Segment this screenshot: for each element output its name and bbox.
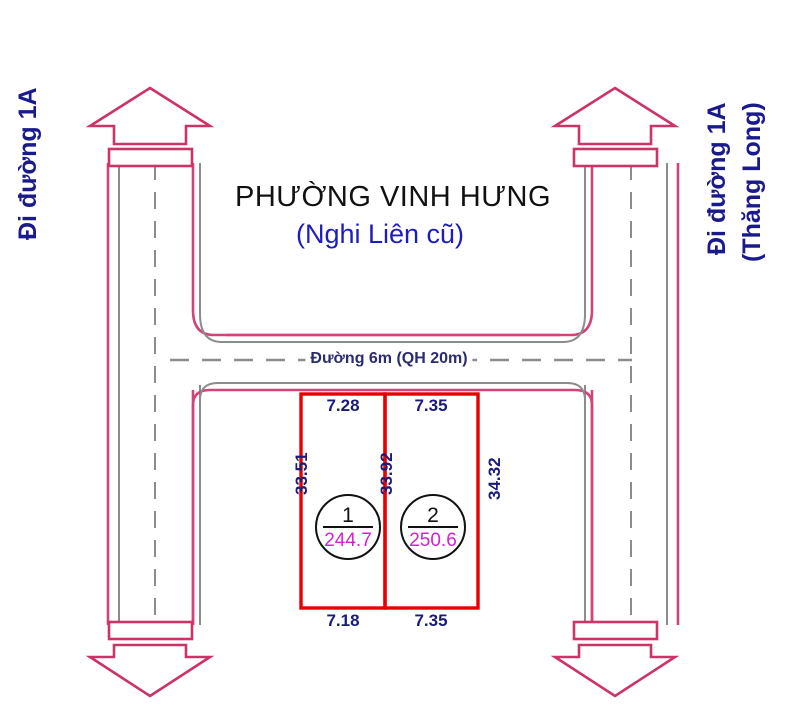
dim-top-plot-1: 7.28 [326, 396, 360, 415]
plot-1-area: 244.7 [324, 530, 372, 551]
dim-bottom-plot-2: 7.35 [414, 611, 448, 630]
right-road-label-line2: (Thăng Long) [738, 102, 766, 262]
plot-2-boundary [383, 392, 480, 610]
plot-boundary-group [299, 392, 480, 610]
ward-title-former: (Nghi Liên cũ) [295, 219, 465, 249]
dim-left-edge: 33.51 [292, 452, 311, 495]
left-road-label: Đi đường 1A [14, 87, 42, 240]
plot-1-number: 1 [342, 504, 354, 527]
center-road-label: Đường 6m (QH 20m) [305, 351, 473, 367]
plot-2-number: 2 [427, 504, 439, 527]
dim-middle-edge: 33.92 [377, 452, 396, 495]
arrow-up-left-icon [85, 86, 215, 168]
ward-title: PHƯỜNG VINH HƯNG [234, 181, 552, 213]
arrow-down-right-icon [550, 620, 680, 698]
plot-2-area: 250.6 [409, 530, 457, 551]
dim-right-edge: 34.32 [485, 457, 504, 500]
inner-connector-road [191, 382, 594, 625]
dim-bottom-plot-1: 7.18 [326, 611, 360, 630]
dim-top-plot-2: 7.35 [414, 396, 448, 415]
arrow-down-left-icon [85, 620, 215, 698]
arrow-up-right-icon [550, 86, 680, 168]
right-road-label-line1: Đi đường 1A [703, 102, 731, 255]
